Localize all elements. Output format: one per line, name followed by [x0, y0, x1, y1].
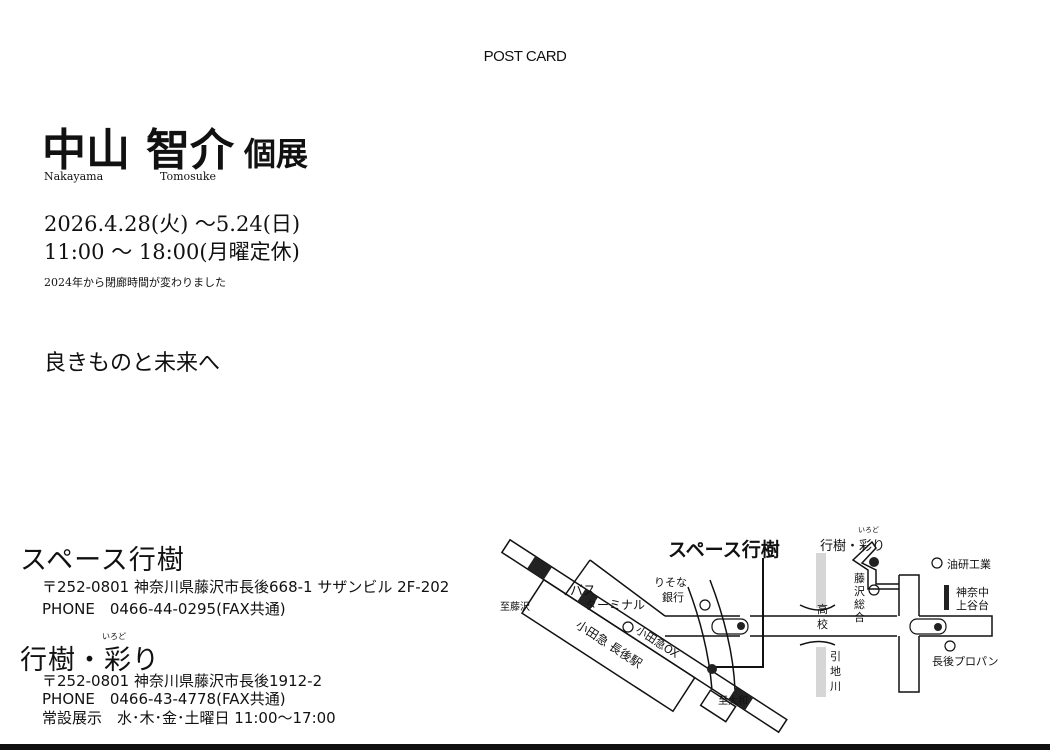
bus-terminal-outline	[564, 559, 666, 617]
irodori-marker	[869, 557, 879, 567]
exhibition-title: 中山智介個展	[42, 114, 308, 178]
bridge	[799, 604, 836, 646]
hours-change-note: 2024年から閉廊時間が変わりました	[44, 276, 226, 289]
cross-road	[898, 574, 920, 693]
curved-road	[687, 579, 736, 691]
map-label-school: 校	[817, 617, 828, 631]
map-label-kamiyadai: 上谷台	[956, 598, 989, 612]
map-ruby-irodori: いろど	[858, 526, 879, 534]
venue-phone-space: PHONE 0466-44-0295(FAX共通)	[42, 600, 286, 618]
postcard-label: POST CARD	[483, 48, 567, 65]
side-lane	[851, 540, 899, 590]
venue-phone-irodori: PHONE 0466-43-4778(FAX共通)	[42, 690, 286, 708]
map-label-river: 引	[830, 649, 841, 663]
given-roman: Tomosuke	[160, 170, 217, 183]
exhibition-suffix: 個展	[244, 135, 309, 173]
venue-address-space: 〒252-0801 神奈川県藤沢市長後668-1 サザンビル 2F-202	[42, 578, 450, 596]
map-pointer-line	[712, 558, 764, 668]
venue-hours-irodori: 常設展示 水･木･金･土曜日 11:00～17:00	[42, 709, 336, 727]
bus-stop-icon	[944, 585, 949, 610]
surname-roman: Nakayama	[44, 170, 104, 183]
tagline: 良きものと未来へ	[44, 351, 221, 376]
venue-ruby-irodori: いろど	[102, 632, 126, 641]
map-label-irodori: 行樹・彩り	[820, 539, 885, 554]
map-label-bus-terminal: ターミナル	[585, 598, 645, 612]
map-label-to-yamato: 至大和	[718, 694, 748, 707]
main-road	[665, 615, 993, 637]
river-upper	[816, 553, 826, 608]
traffic-light-icon	[737, 622, 745, 630]
exhibition-hours: 11:00 ～ 18:00(月曜定休)	[44, 240, 300, 264]
map-label-school: 合	[854, 610, 865, 624]
venue-address-irodori: 〒252-0801 神奈川県藤沢市長後1912-2	[42, 672, 323, 690]
map-label-school: 総	[854, 597, 865, 611]
space-gyoju-marker	[707, 664, 717, 674]
map-label-river: 川	[830, 680, 841, 693]
map-label-school: 高	[817, 602, 828, 616]
map-label-river: 地	[830, 665, 841, 678]
map-label-resona-bank: 銀行	[662, 590, 684, 604]
artist-given-name: 智介	[146, 125, 234, 176]
map-label-propane: 長後プロパン	[932, 654, 999, 668]
venue-name-irodori: 行樹・彩り	[20, 645, 160, 676]
artist-surname: 中山	[42, 125, 130, 176]
traffic-light-icon	[934, 623, 942, 631]
map-label-to-fujisawa: 至藤沢	[500, 600, 530, 613]
map-label-kanachu: 神奈中	[956, 585, 989, 599]
map-label-station: 小田急 長後駅	[573, 617, 645, 671]
venue-name-space: スペース行樹	[20, 545, 185, 576]
map-label-resona: りそな	[654, 576, 687, 589]
map-label-school: 藤	[854, 572, 865, 585]
map-label-school: 沢	[854, 584, 865, 598]
exhibition-dates: 2026.4.28(火) ～5.24(日)	[44, 212, 301, 236]
bottom-edge	[0, 744, 1050, 750]
map-label-yuken: 油研工業	[947, 557, 991, 571]
river-lower	[816, 647, 826, 697]
map-label-bus: バス	[570, 584, 596, 599]
map-label-space: スペース行樹	[668, 538, 780, 561]
